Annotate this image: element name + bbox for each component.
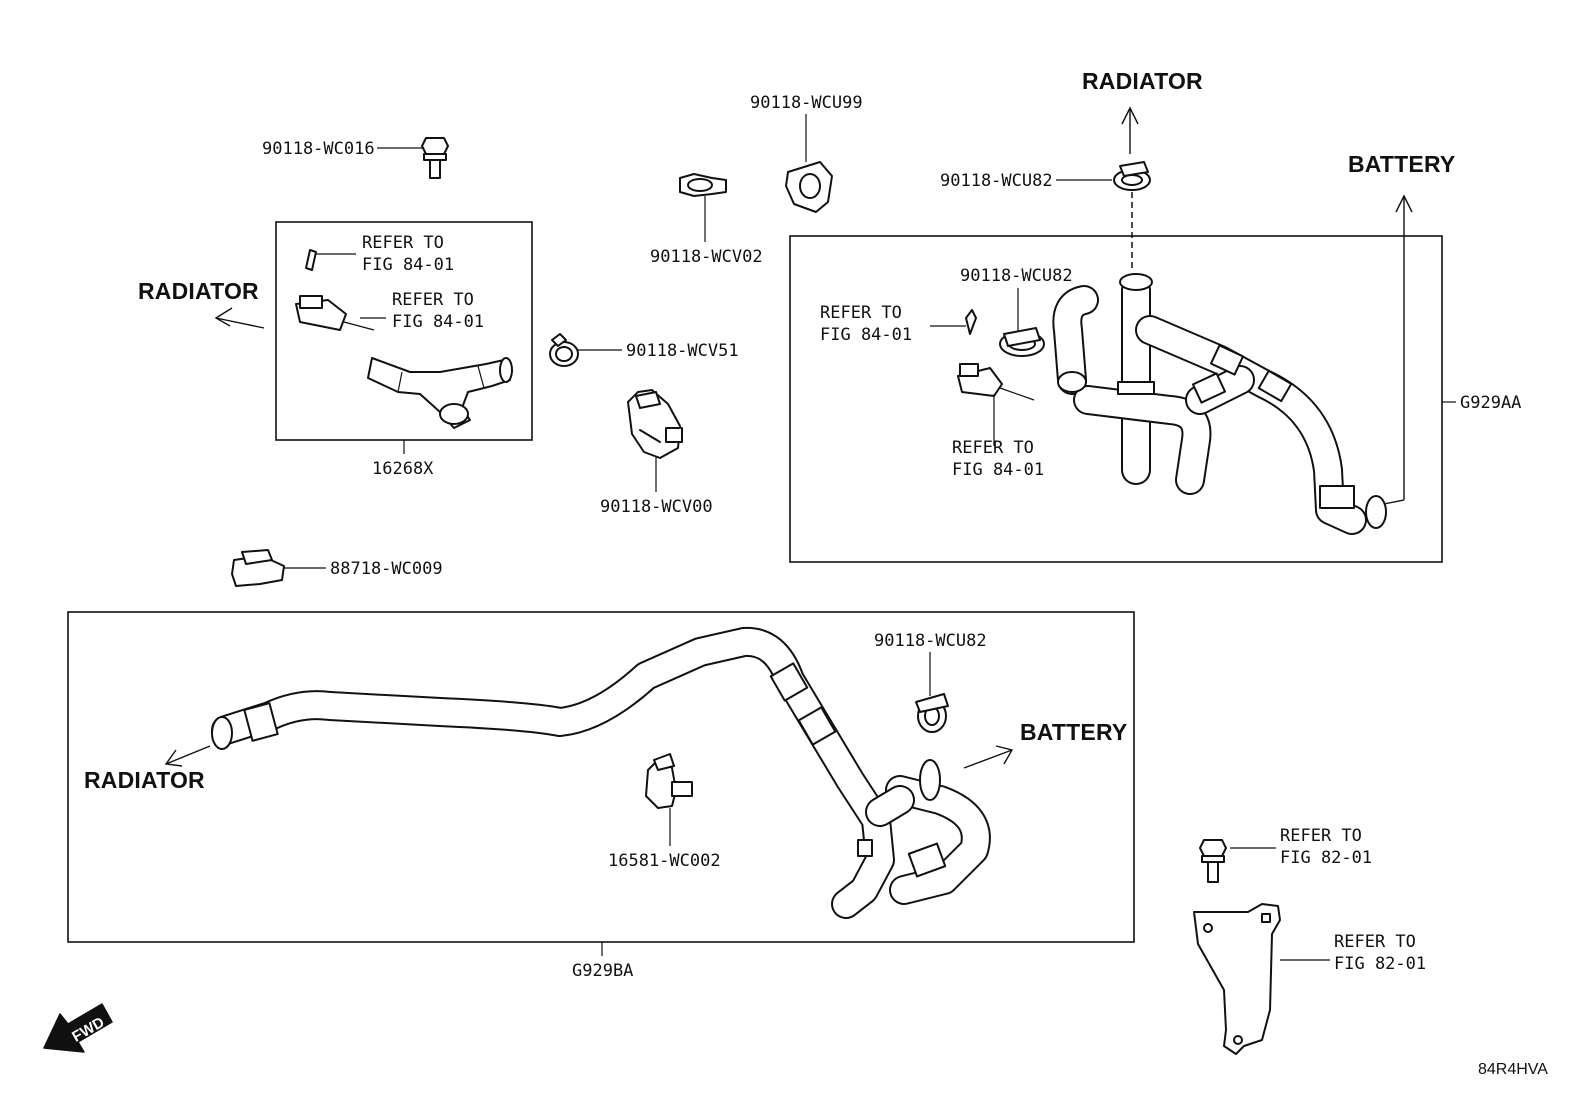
label-16581-wc002[interactable]: 16581-WC002 xyxy=(608,851,721,871)
fwd-arrow: FWD xyxy=(43,1003,113,1053)
clip-88718-wc009[interactable] xyxy=(231,549,285,587)
clamp-90118-wcv02[interactable] xyxy=(679,173,727,197)
label-90118-wcv00[interactable]: 90118-WCV00 xyxy=(600,497,713,517)
bracket[interactable] xyxy=(1193,903,1281,1055)
clamp-90118-wcu82-top[interactable] xyxy=(1113,161,1151,191)
arrow-radiator-bottom xyxy=(164,745,211,767)
ref-left-sensor-2[interactable]: FIG 84-01 xyxy=(392,312,484,332)
label-90118-wcu82-box[interactable]: 90118-WCU82 xyxy=(960,266,1073,286)
ref-left-wire-clip-1[interactable]: REFER TO xyxy=(362,233,444,253)
label-16268x[interactable]: 16268X xyxy=(372,459,434,479)
hose-assembly-g929aa xyxy=(1052,273,1387,535)
label-g929ba[interactable]: G929BA xyxy=(572,961,633,981)
bracket-bolt[interactable] xyxy=(1199,839,1227,883)
arrow-radiator-top xyxy=(1121,106,1139,154)
ref-right-sensor-2[interactable]: FIG 84-01 xyxy=(952,460,1044,480)
ref-bracket-1[interactable]: REFER TO xyxy=(1334,932,1416,952)
header-radiator-left: RADIATOR xyxy=(138,278,259,304)
temp-sensor-left xyxy=(295,295,386,331)
label-g929aa[interactable]: G929AA xyxy=(1460,393,1521,413)
box-g929ba xyxy=(67,611,1135,943)
wire-clip-left xyxy=(305,249,356,271)
arrow-battery-top xyxy=(1383,194,1413,505)
label-90118-wcu82-lower[interactable]: 90118-WCU82 xyxy=(874,631,987,651)
clamp-16581-wc002[interactable] xyxy=(645,753,693,809)
ref-bracket-bolt-1[interactable]: REFER TO xyxy=(1280,826,1362,846)
label-90118-wcv02[interactable]: 90118-WCV02 xyxy=(650,247,763,267)
label-90118-wcu82-top[interactable]: 90118-WCU82 xyxy=(940,171,1053,191)
ref-bracket-2[interactable]: FIG 82-01 xyxy=(1334,954,1426,974)
clamp-90118-wcu82-box[interactable] xyxy=(999,327,1045,357)
bolt-90118-wc016[interactable] xyxy=(421,137,449,179)
header-battery-bottom: BATTERY xyxy=(1020,719,1127,745)
label-90118-wcv51[interactable]: 90118-WCV51 xyxy=(626,341,739,361)
arrow-battery-bottom xyxy=(963,745,1014,769)
hose-assembly-g929ba xyxy=(211,626,991,919)
ref-left-sensor-1[interactable]: REFER TO xyxy=(392,290,474,310)
ref-right-wire-clip-1[interactable]: REFER TO xyxy=(820,303,902,323)
diagram-code: 84R4HVA xyxy=(1478,1061,1548,1078)
ref-right-sensor-1[interactable]: REFER TO xyxy=(952,438,1034,458)
y-junction-pipe xyxy=(367,357,513,429)
clamp-90118-wcu82-lower[interactable] xyxy=(915,693,949,733)
header-radiator-top: RADIATOR xyxy=(1082,68,1203,94)
ref-bracket-bolt-2[interactable]: FIG 82-01 xyxy=(1280,848,1372,868)
clamp-90118-wcv51[interactable] xyxy=(549,333,579,367)
ref-left-wire-clip-2[interactable]: FIG 84-01 xyxy=(362,255,454,275)
ref-right-wire-clip-2[interactable]: FIG 84-01 xyxy=(820,325,912,345)
label-90118-wcu99[interactable]: 90118-WCU99 xyxy=(750,93,863,113)
header-battery-top: BATTERY xyxy=(1348,151,1455,177)
clip-90118-wcu99[interactable] xyxy=(785,161,833,213)
box-g929aa xyxy=(789,235,1443,563)
header-radiator-bottom: RADIATOR xyxy=(84,767,205,793)
arrow-radiator-left xyxy=(214,307,265,329)
temp-sensor-right xyxy=(957,363,1035,401)
bracket-90118-wcv00[interactable] xyxy=(627,389,683,459)
label-90118-wc016[interactable]: 90118-WC016 xyxy=(262,139,375,159)
wire-clip-right xyxy=(965,309,977,335)
label-88718-wc009[interactable]: 88718-WC009 xyxy=(330,559,443,579)
